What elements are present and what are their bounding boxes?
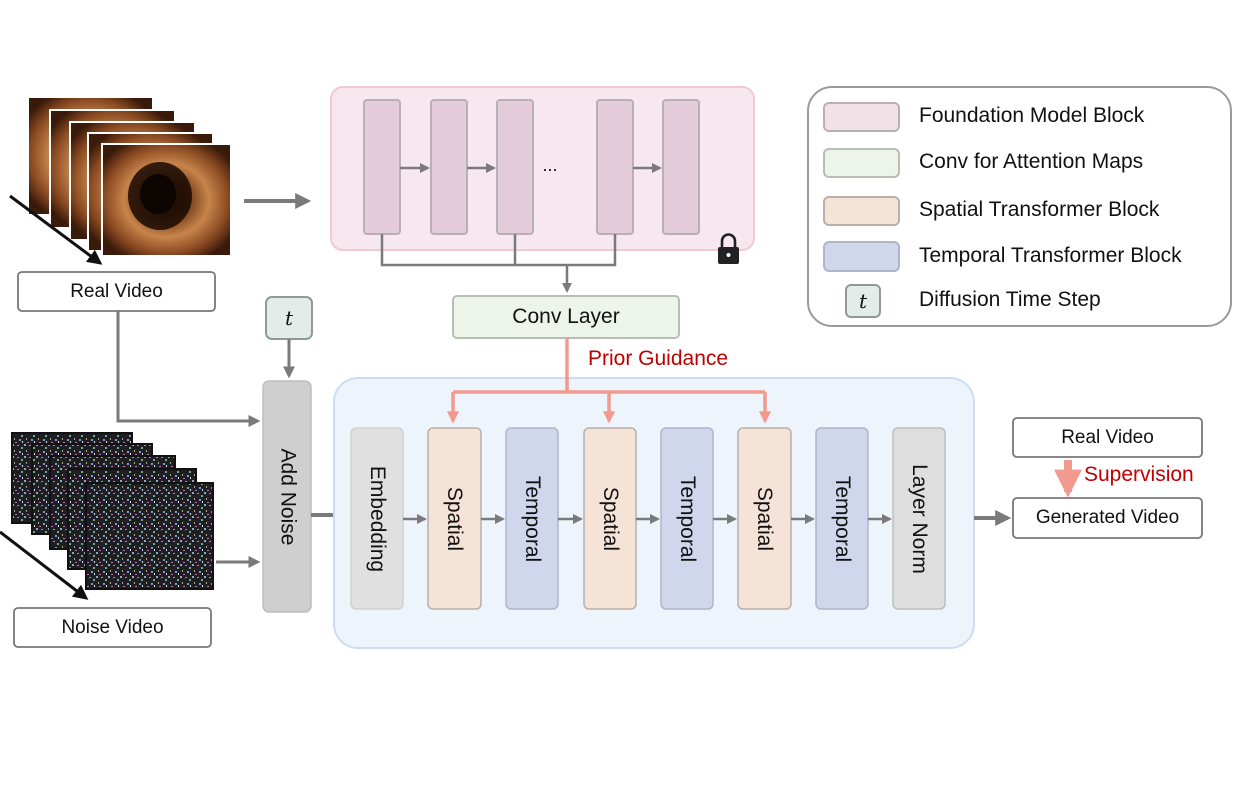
legend-panel xyxy=(807,86,1232,327)
lock-icon xyxy=(718,233,739,264)
noise-video-label: Noise Video xyxy=(61,616,164,638)
network-block-label-wrap: Temporal xyxy=(506,428,558,609)
legend-swatch-timestep xyxy=(845,284,881,318)
network-block-label-wrap: Temporal xyxy=(661,428,713,609)
network-block-label-wrap: Embedding xyxy=(351,428,403,609)
legend-swatch-temporal xyxy=(823,241,900,272)
output-real-video-label: Real Video xyxy=(1061,426,1154,448)
network-block-label-wrap: Spatial xyxy=(738,428,791,609)
network-block-label-wrap: Layer Norm xyxy=(893,428,945,609)
network-block-label: Spatial xyxy=(753,486,777,551)
network-block-label: Temporal xyxy=(676,475,699,562)
prior-guidance-label: Prior Guidance xyxy=(588,347,729,370)
network-block-label: Spatial xyxy=(443,486,467,551)
legend-swatch-spatial xyxy=(823,196,900,226)
conv-layer-label: Conv Layer xyxy=(512,305,620,328)
prior-guidance-arrows xyxy=(446,338,772,424)
network-block-label-wrap: Temporal xyxy=(816,428,868,609)
network-block-label: Temporal xyxy=(521,475,544,562)
time-step-symbol: t xyxy=(284,306,294,330)
generated-video-box xyxy=(1012,497,1203,539)
network-panel xyxy=(333,377,975,649)
network-block-label: Layer Norm xyxy=(908,463,932,574)
generated-video-label: Generated Video xyxy=(1035,507,1180,528)
add-noise-block xyxy=(262,380,312,613)
supervision-label: Supervision xyxy=(1084,463,1194,486)
legend-label: Spatial Transformer Block xyxy=(919,198,1160,221)
real-video-label: Real Video xyxy=(70,280,163,302)
output-real-video-box xyxy=(1012,417,1203,458)
noise-video-box xyxy=(13,607,212,648)
legend-label: Foundation Model Block xyxy=(919,104,1145,127)
network-block-label: Temporal xyxy=(831,475,854,562)
network-block-label-wrap: Spatial xyxy=(584,428,636,609)
legend-label: Diffusion Time Step xyxy=(919,288,1101,311)
foundation-ellipsis: ... xyxy=(542,154,558,175)
foundation-block xyxy=(430,99,468,235)
network-block-label: Embedding xyxy=(366,465,389,572)
legend-swatch-conv xyxy=(823,148,900,178)
real-to-addnoise-arrow xyxy=(116,311,261,427)
real-video-frames xyxy=(9,96,232,265)
add-noise-label-wrap: Add Noise xyxy=(263,381,311,612)
layernorm-block xyxy=(892,427,946,610)
network-block-label-wrap: Spatial xyxy=(428,428,481,609)
foundation-block xyxy=(496,99,534,235)
legend-timestep-symbol: t xyxy=(858,289,868,313)
noise-video-frames xyxy=(0,432,214,600)
legend-label: Temporal Transformer Block xyxy=(919,244,1182,267)
network-block-label: Spatial xyxy=(599,486,622,551)
legend-label: Conv for Attention Maps xyxy=(919,150,1144,173)
add-noise-label: Add Noise xyxy=(276,448,300,545)
foundation-block xyxy=(596,99,634,235)
foundation-block xyxy=(363,99,401,235)
foundation-block xyxy=(662,99,700,235)
legend-swatch-foundation xyxy=(823,102,900,132)
foundation-blocks xyxy=(363,99,700,235)
